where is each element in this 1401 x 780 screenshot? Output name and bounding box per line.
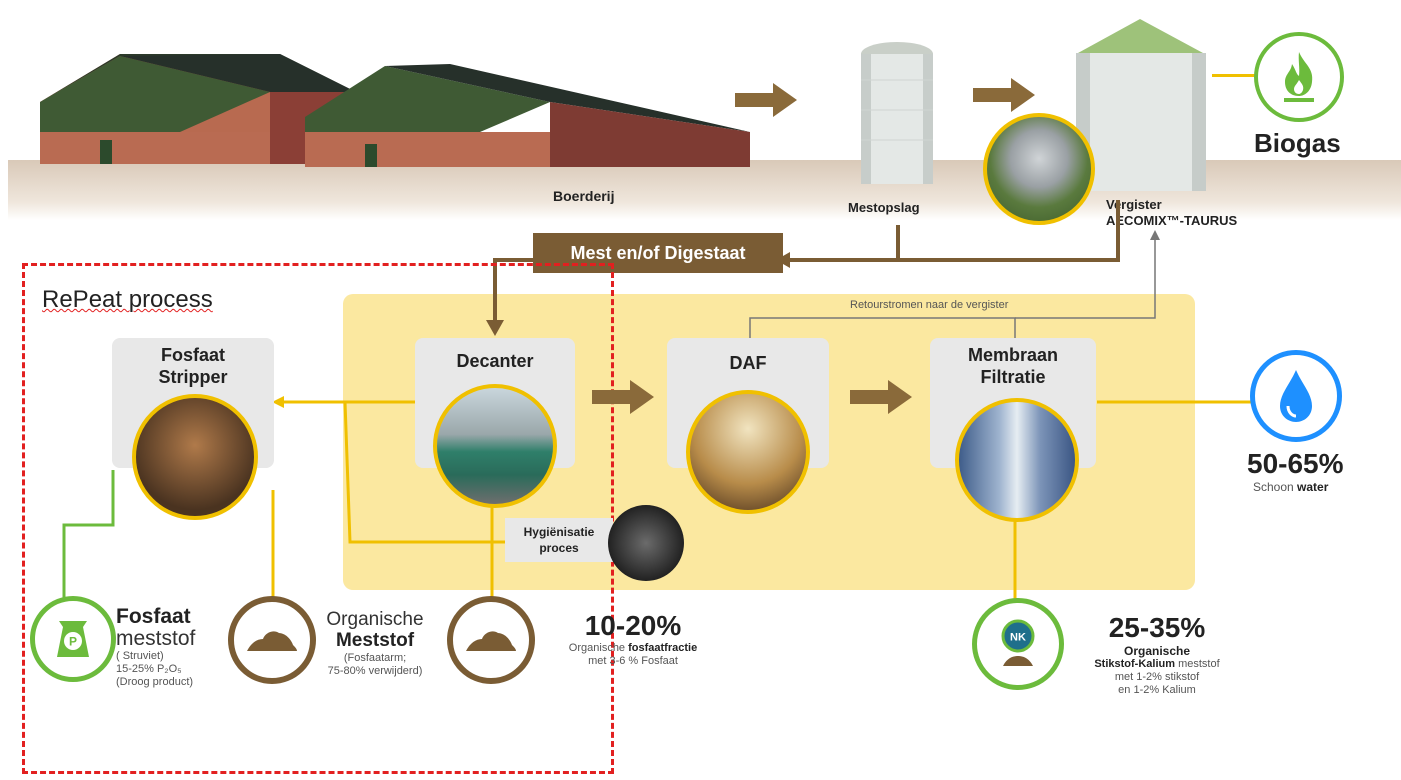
manure-pile-icon: [247, 631, 297, 651]
nk-fertilizer-icon: NK: [1001, 619, 1035, 666]
water-desc-1: Schoon: [1253, 480, 1294, 494]
hygiene-label: Hygiënisatie proces: [505, 518, 613, 562]
digester-label-line2: AECOMIX™-TAURUS: [1106, 213, 1238, 228]
phosphate-fert-line1: ( Struviet): [116, 650, 164, 662]
decanter-title: Decanter: [456, 351, 534, 371]
decanter-photo: [433, 384, 557, 508]
phosphate-fraction-icon-circle: [447, 596, 535, 684]
phosphate-fert-line2: 15-25% P₂O₅: [116, 663, 182, 675]
nk-text: 25-35% Organische Stikstof-Kalium mestst…: [1082, 612, 1232, 697]
phosphate-fraction-line1b: fosfaatfractie: [628, 642, 698, 654]
phosphate-fraction-line1: Organische fosfaatfractie: [548, 642, 718, 655]
farm-label: Boerderij: [553, 188, 615, 204]
nk-line4: en 1-2% Kalium: [1118, 684, 1196, 696]
membrane-title: Membraan Filtratie: [967, 345, 1059, 387]
nk-line3: met 1-2% stikstof: [1114, 671, 1200, 683]
flame-icon: [1284, 52, 1314, 102]
phosphate-fraction-text: 10-20% Organische fosfaatfractie met 3-6…: [548, 610, 718, 668]
phosphate-fert-title1: Fosfaat: [116, 605, 191, 628]
nk-line2b: meststof: [1178, 658, 1220, 670]
arrow-decanter-to-daf: [592, 380, 654, 414]
organic-icon-circle: [228, 596, 316, 684]
farm-barns-illustration: [40, 54, 750, 167]
manure-storage-silo: [861, 42, 933, 184]
water-desc: Schoon water: [1253, 480, 1328, 494]
arrow-farm-to-storage: [735, 83, 797, 117]
nk-line2a: Stikstof-Kalium: [1094, 658, 1176, 670]
biogas-icon-circle: [1254, 32, 1344, 122]
phosphate-icon-circle: P: [30, 596, 116, 682]
manure-digestate-bar: Mest en/of Digestaat: [533, 233, 783, 273]
phosphate-fraction-line1a: Organische: [568, 642, 626, 654]
biogas-label: Biogas: [1254, 128, 1341, 158]
nk-icon-circle: NK: [972, 598, 1064, 690]
arrow-daf-to-membrane: [850, 380, 912, 414]
organic-fert-text: Organische Meststof (Fosfaatarm; 75-80% …: [315, 610, 435, 678]
daf-title: DAF: [729, 353, 767, 373]
digester-photo: [983, 113, 1095, 225]
digester-tank: [1076, 19, 1206, 191]
water-pct: 50-65%: [1247, 448, 1344, 479]
nk-line1: Organische: [1123, 644, 1191, 658]
phosphate-fraction-pct: 10-20%: [584, 610, 682, 641]
biogas-connector: [1212, 74, 1256, 77]
organic-fert-line1: (Fosfaatarm;: [343, 652, 407, 664]
phosphate-fert-line3: (Droog product): [116, 676, 194, 688]
storage-label: Mestopslag: [848, 200, 920, 215]
phosphate-fert-text: Fosfaat meststof ( Struviet) 15-25% P₂O₅…: [116, 606, 226, 689]
water-drop-icon: [1280, 370, 1312, 422]
fertilizer-bag-icon: P: [57, 621, 89, 657]
organic-fert-line2: 75-80% verwijderd): [327, 665, 423, 677]
manure-pile-icon: [466, 631, 516, 651]
stripper-photo: [132, 394, 258, 520]
organic-fert-title2: Meststof: [335, 630, 415, 651]
water-icon-circle: [1250, 350, 1342, 442]
phosphate-fraction-line2: met 3-6 % Fosfaat: [588, 655, 678, 667]
organic-fert-title1: Organische: [326, 609, 424, 630]
arrow-storage-to-digester: [973, 78, 1035, 112]
water-desc-2: water: [1297, 480, 1329, 494]
daf-photo: [686, 390, 810, 514]
nk-icon-letters: NK: [1010, 632, 1026, 644]
nk-pct: 25-35%: [1108, 612, 1206, 643]
membrane-photo: [955, 398, 1079, 522]
repeat-process-title: RePeat process: [42, 286, 213, 314]
nk-line2: Stikstof-Kalium meststof: [1082, 658, 1232, 671]
repeat-process-title-text: RePeat process: [42, 286, 213, 313]
phosphate-icon-letter: P: [69, 635, 77, 649]
return-streams-label: Retourstromen naar de vergister: [850, 299, 1009, 311]
hygiene-photo: [608, 505, 684, 581]
stripper-title: Fosfaat Stripper: [158, 345, 228, 387]
phosphate-fert-title2: meststof: [116, 627, 196, 650]
